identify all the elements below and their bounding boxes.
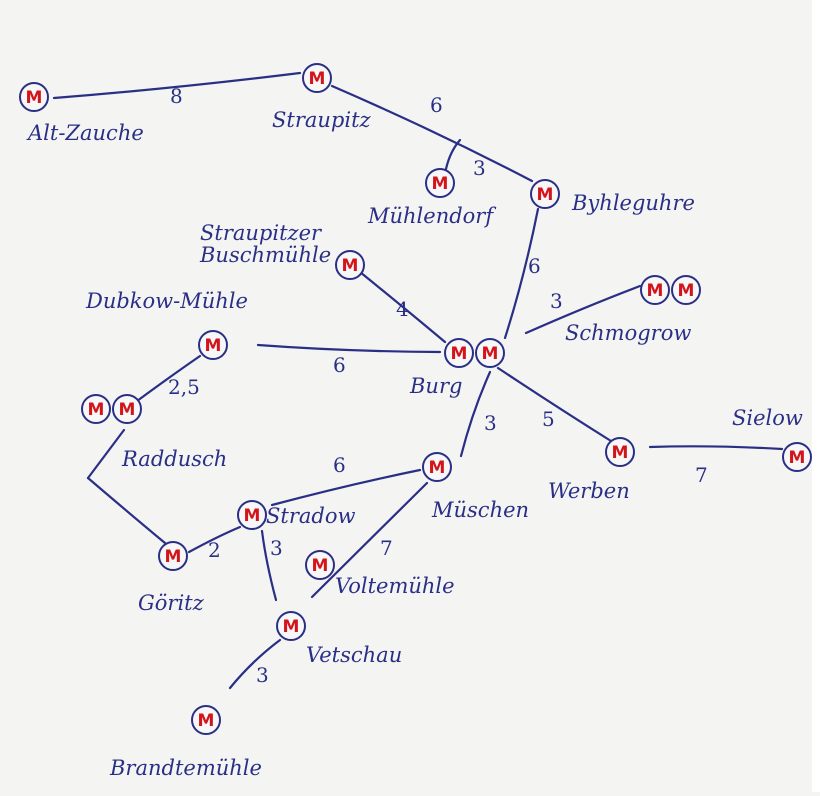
edge-vetschau-brandtemuehle xyxy=(230,640,280,688)
node-label-goeritz: Göritz xyxy=(138,591,205,615)
node-label-alt-zauche: Alt-Zauche xyxy=(26,121,144,145)
node-label-burg: Burg xyxy=(409,374,462,398)
mill-glyph: M xyxy=(612,443,629,463)
node-label-raddusch: Raddusch xyxy=(121,447,227,471)
edge-weight-byhleguhre-burg: 6 xyxy=(528,254,541,278)
node-label-byhleguhre: Byhleguhre xyxy=(571,191,695,215)
node-label-werben: Werben xyxy=(548,479,630,503)
edge-weight-burg-muschen: 3 xyxy=(484,411,497,435)
node-label-voltenmuehle: Voltemühle xyxy=(335,574,455,598)
mill-glyph: M xyxy=(647,281,664,301)
edge-raddusch-goeritz xyxy=(88,478,165,543)
node-straupitz: M xyxy=(303,64,331,92)
node-alt-zauche: M xyxy=(20,83,48,111)
node-label-stradow: Stradow xyxy=(266,504,355,528)
edge-weight-stradow-muschen: 6 xyxy=(333,453,346,477)
edge-dubkow-muehle-burg xyxy=(258,345,440,352)
edge-weight-werben-sielow: 7 xyxy=(695,463,708,487)
mill-glyph: M xyxy=(312,556,329,576)
mill-glyph: M xyxy=(451,344,468,364)
mill-glyph: M xyxy=(537,185,554,205)
edge-weight-dubkow-muehle-burg: 6 xyxy=(333,353,346,377)
node-straupitzer-buschmuehle: M xyxy=(336,251,364,279)
node-goeritz: M xyxy=(159,542,187,570)
edge-weight-straupitz-muehlendorf: 3 xyxy=(473,156,486,180)
mill-glyph: M xyxy=(198,711,215,731)
edge-raddusch-stub xyxy=(88,430,124,478)
edge-weight-stradow-vetschau: 3 xyxy=(270,536,283,560)
edge-weight-muschen-vetschau: 7 xyxy=(380,536,393,560)
node-sielow: M xyxy=(783,443,811,471)
node-muschen: M xyxy=(423,453,451,481)
node-byhleguhre: M xyxy=(531,180,559,208)
node-muehlendorf: M xyxy=(426,169,454,197)
mill-glyph: M xyxy=(88,400,105,420)
node-dubkow-muehle: M xyxy=(199,331,227,359)
mill-glyph: M xyxy=(119,400,136,420)
mill-glyph: M xyxy=(165,547,182,567)
node-stradow: M xyxy=(238,501,266,529)
mill-glyph: M xyxy=(309,69,326,89)
node-label-straupitzer-buschmuehle-line1: Straupitzer xyxy=(200,221,323,245)
edge-weight-alt-zauche-straupitz: 8 xyxy=(170,84,183,108)
edge-weight-straupitz-byhleguhre: 6 xyxy=(430,93,443,117)
node-label-muschen: Müschen xyxy=(431,498,529,522)
mill-glyph: M xyxy=(244,506,261,526)
mill-glyph: M xyxy=(789,448,806,468)
edge-weight-dubkow-muehle-raddusch: 2,5 xyxy=(168,375,200,399)
node-label-schmogrow: Schmogrow xyxy=(565,321,691,345)
edge-stradow-muschen xyxy=(272,470,420,505)
node-werben: M xyxy=(606,438,634,466)
mill-glyph: M xyxy=(678,281,695,301)
mill-glyph: M xyxy=(283,617,300,637)
edge-werben-sielow xyxy=(650,446,782,449)
mill-glyph: M xyxy=(26,88,43,108)
mill-glyph: M xyxy=(482,344,499,364)
edge-straupitz-muehlendorf xyxy=(446,140,460,169)
mill-glyph: M xyxy=(429,458,446,478)
mill-glyph: M xyxy=(342,256,359,276)
node-label-sielow: Sielow xyxy=(732,406,803,430)
paper-edge xyxy=(812,0,820,792)
mill-glyph: M xyxy=(205,336,222,356)
node-vetschau: M xyxy=(277,612,305,640)
edge-weight-burg-werben: 5 xyxy=(542,407,555,431)
edge-weight-straupitzer-buschmuehle-burg: 4 xyxy=(396,297,409,321)
node-label-straupitz: Straupitz xyxy=(272,108,372,132)
node-label-muehlendorf: Mühlendorf xyxy=(367,204,496,228)
node-brandtemuehle: M xyxy=(192,706,220,734)
node-label-brandtemuehle: Brandtemühle xyxy=(109,756,262,780)
edge-weight-stradow-goeritz: 2 xyxy=(208,538,221,562)
node-label-vetschau: Vetschau xyxy=(306,643,402,667)
edge-weight-burg-schmogrow: 3 xyxy=(550,289,563,313)
node-voltenmuehle: M xyxy=(306,551,334,579)
mill-glyph: M xyxy=(432,174,449,194)
node-label-dubkow-muehle: Dubkow-Mühle xyxy=(85,289,248,313)
edge-weight-vetschau-brandtemuehle: 3 xyxy=(256,663,269,687)
node-label-straupitzer-buschmuehle-line2: Buschmühle xyxy=(199,243,331,267)
